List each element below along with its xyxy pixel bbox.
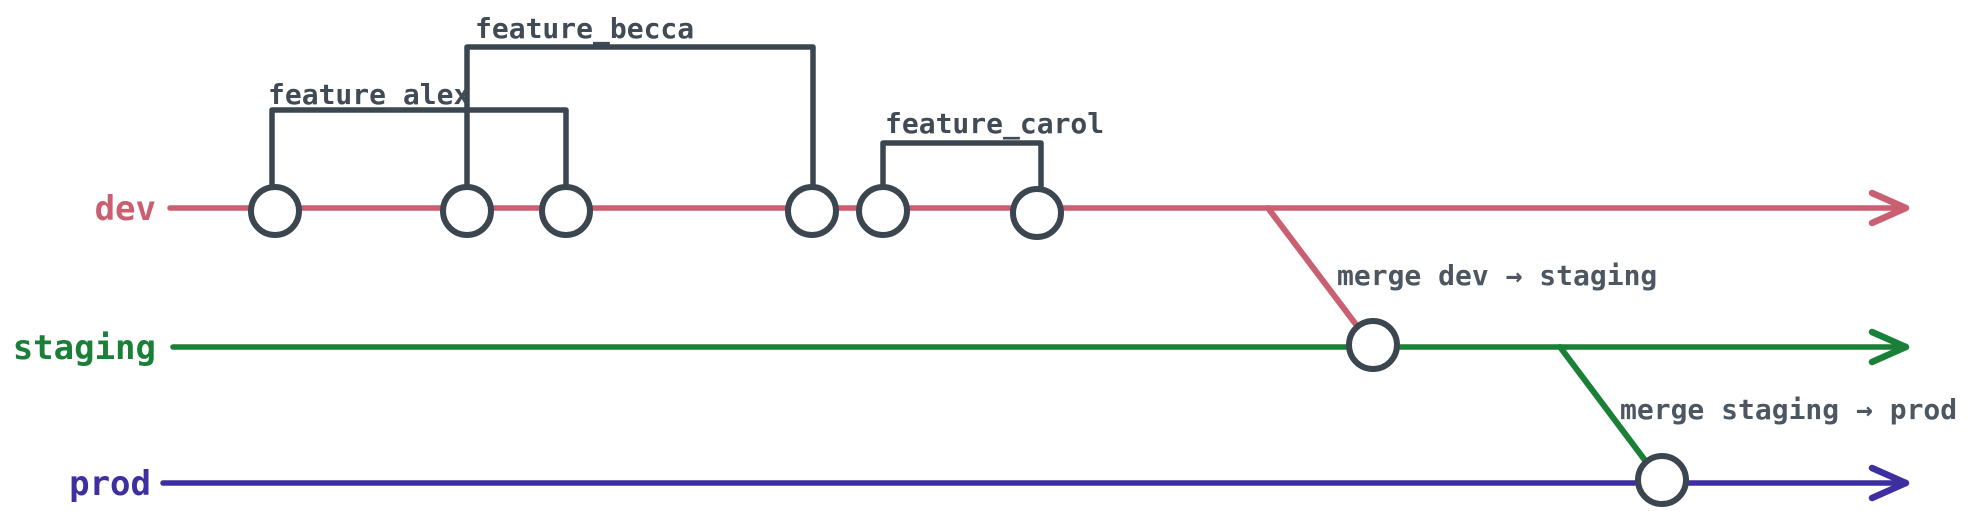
feature-bracket-alex	[269, 107, 569, 211]
feature-label-carol: feature_carol	[885, 107, 1104, 140]
branch-arrowhead-staging-icon	[1868, 328, 1910, 366]
commit-node-dev	[539, 184, 593, 238]
feature-bracket-becca	[464, 44, 816, 211]
feature-bracket-carol	[880, 140, 1044, 211]
feature-label-becca: feature_becca	[475, 12, 694, 45]
commit-node-dev	[1010, 186, 1064, 240]
commit-node-dev	[856, 184, 910, 238]
commit-node-prod	[1635, 453, 1689, 507]
commit-node-dev	[440, 184, 494, 238]
merge-label-dev-staging: merge dev → staging	[1337, 259, 1657, 292]
commit-node-dev	[785, 184, 839, 238]
branch-label-staging: staging	[13, 328, 156, 368]
branch-arrowhead-prod-icon	[1868, 464, 1910, 502]
branch-label-prod: prod	[69, 464, 151, 504]
merge-edge-dev-staging	[1265, 205, 1376, 350]
commit-node-dev	[248, 184, 302, 238]
branch-arrowhead-dev-icon	[1868, 189, 1910, 227]
commit-node-staging	[1346, 318, 1400, 372]
feature-label-alex: feature_alex	[268, 78, 470, 111]
branch-label-dev: dev	[95, 189, 156, 229]
merge-label-staging-prod: merge staging → prod	[1620, 393, 1957, 426]
